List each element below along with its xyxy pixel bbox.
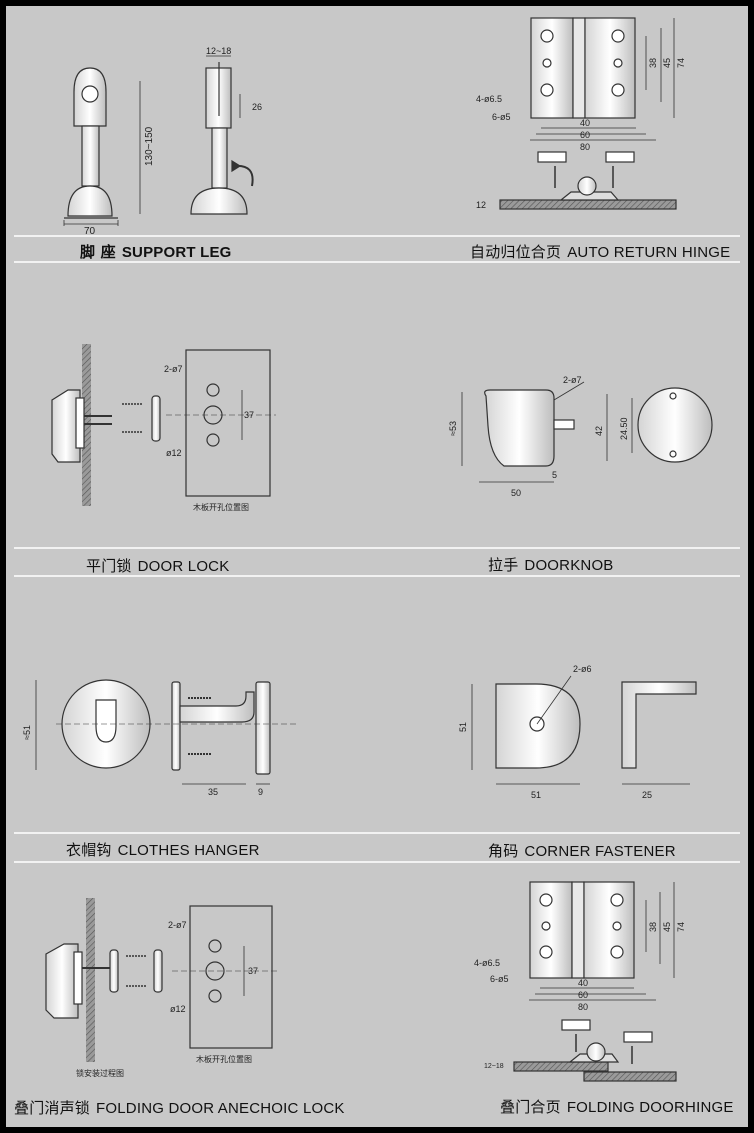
- dim-leg-top: 12~18: [206, 46, 231, 56]
- folding-lock-drawing: [45, 898, 278, 1062]
- dim-corner-25: 25: [642, 790, 652, 800]
- dim-hinge-12: 12: [476, 200, 486, 210]
- dim-leg-slot: 26: [252, 102, 262, 112]
- dim-lock-37: 37: [244, 410, 254, 420]
- dim-knob-42: 42: [594, 426, 604, 436]
- dim-knob-holes: 2-ø7: [563, 375, 582, 385]
- dim-knob-53: ≈53: [448, 421, 458, 436]
- doorknob-drawing: [461, 381, 713, 483]
- lock-note: 木板开孔位置图: [193, 502, 249, 512]
- dim-knob-50: 50: [511, 488, 521, 498]
- dim-hinge-45: 45: [662, 58, 672, 68]
- corner-fastener-drawing: [471, 675, 697, 785]
- folding-doorhinge-drawing: [513, 881, 677, 1082]
- section-divider: [14, 235, 740, 237]
- fold-note: 木板开孔位置图: [196, 1054, 252, 1064]
- dim-hinge-holes-a: 4-ø6.5: [476, 94, 502, 104]
- clothes-hanger-drawing: [35, 679, 296, 785]
- section-divider: [14, 832, 740, 834]
- dim-leg-height: 130~150: [144, 126, 155, 166]
- dim-fhinge-holes-a: 4-ø6.5: [474, 958, 500, 968]
- dim-corner-51-h: 51: [531, 790, 541, 800]
- fold-install-note: 锁安装过程图: [76, 1068, 124, 1078]
- dim-hanger-51: ≈51: [22, 725, 32, 740]
- section-divider: [14, 861, 740, 863]
- support-leg-drawing: [63, 55, 254, 226]
- dim-fhinge-45: 45: [662, 922, 672, 932]
- product-sheet: 70 130~150 12~18 26 4-ø6.5: [6, 6, 748, 1127]
- dim-hinge-80: 80: [580, 142, 590, 152]
- dim-hinge-60: 60: [580, 130, 590, 140]
- dim-fhinge-80: 80: [578, 1002, 588, 1012]
- dim-lock-d12: ø12: [166, 448, 182, 458]
- technical-drawings: 70 130~150 12~18 26 4-ø6.5: [22, 17, 713, 1082]
- dim-leg-width: 70: [84, 226, 96, 237]
- dim-knob-5: 5: [552, 470, 557, 480]
- dim-fhinge-40: 40: [578, 978, 588, 988]
- auto-return-hinge-drawing: [499, 17, 677, 210]
- dim-hanger-35: 35: [208, 787, 218, 797]
- dim-fold-holes: 2-ø7: [168, 920, 187, 930]
- dim-hinge-38: 38: [648, 58, 658, 68]
- section-divider: [14, 261, 740, 263]
- dim-fhinge-74: 74: [676, 922, 686, 932]
- dim-hanger-9: 9: [258, 787, 263, 797]
- dim-lock-holes: 2-ø7: [164, 364, 183, 374]
- door-lock-drawing: [51, 344, 276, 506]
- dim-fold-d12: ø12: [170, 1004, 186, 1014]
- dim-fhinge-60: 60: [578, 990, 588, 1000]
- dim-hinge-40: 40: [580, 118, 590, 128]
- dim-hinge-holes-b: 6-ø5: [492, 112, 511, 122]
- dim-knob-2450: 24.50: [619, 417, 629, 440]
- dim-fhinge-gap: 12~18: [484, 1063, 504, 1070]
- dim-corner-51-v: 51: [458, 722, 468, 732]
- dim-corner-holes: 2-ø6: [573, 664, 592, 674]
- dim-fold-37: 37: [248, 966, 258, 976]
- dim-hinge-74: 74: [676, 58, 686, 68]
- dim-fhinge-38: 38: [648, 922, 658, 932]
- section-divider: [14, 547, 740, 549]
- section-divider: [14, 575, 740, 577]
- dim-fhinge-holes-b: 6-ø5: [490, 974, 509, 984]
